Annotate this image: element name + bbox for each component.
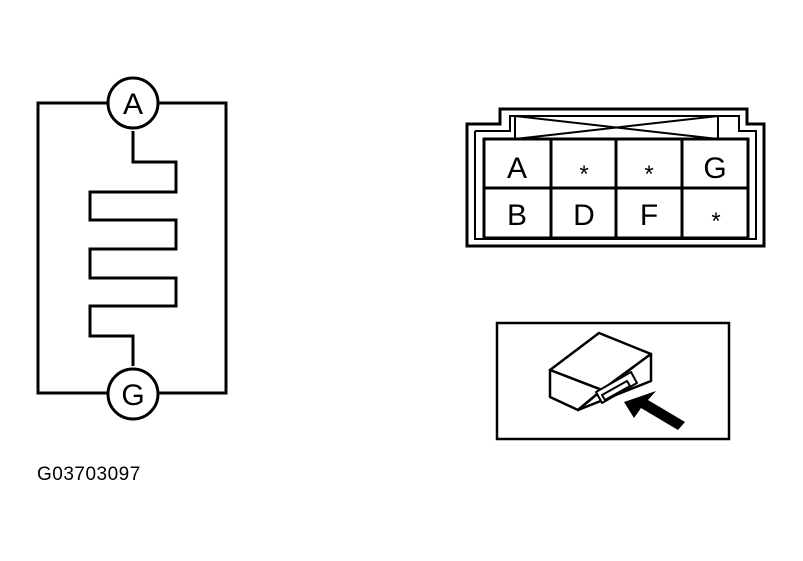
pin-f-label: F <box>640 199 658 232</box>
figure-code: G03703097 <box>37 464 141 485</box>
terminal-a-circle <box>106 76 160 130</box>
pin-unused-label: * <box>711 208 720 235</box>
heater-element-schematic <box>36 76 228 421</box>
arrow-icon <box>624 391 685 430</box>
heating-element-zigzag <box>88 131 178 366</box>
component-connector-socket <box>595 371 638 404</box>
locking-tab <box>514 115 719 140</box>
outer-loop-wire <box>36 101 228 395</box>
component-view-inset <box>495 321 731 441</box>
pin-g-label: G <box>703 152 726 185</box>
connector-face <box>465 107 766 248</box>
pin-unused-label: * <box>644 161 653 188</box>
terminal-g-label: G <box>121 379 144 412</box>
component-box-illustration <box>548 331 653 412</box>
pin-a-label: A <box>507 152 527 185</box>
pin-d-label: D <box>573 199 595 232</box>
connector-housing-outer <box>465 107 766 248</box>
pin-grid-dividers <box>484 139 748 238</box>
inset-frame <box>495 321 731 441</box>
pin-b-label: B <box>507 199 527 232</box>
terminal-g-circle <box>106 367 160 421</box>
terminal-a-label: A <box>123 88 143 121</box>
pin-unused-label: * <box>579 161 588 188</box>
